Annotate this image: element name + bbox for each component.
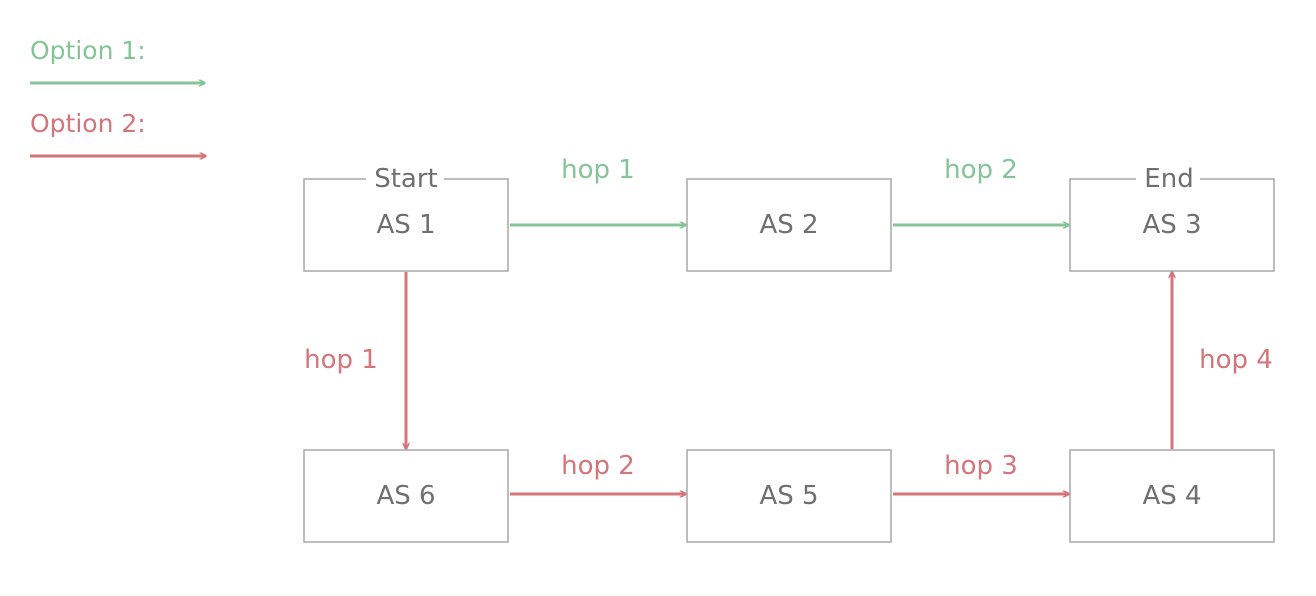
- option-2-path: hop 1 hop 2 hop 3 hop 4: [304, 272, 1273, 494]
- node-as1: Start AS 1: [303, 164, 509, 272]
- tag-mask: [1136, 166, 1200, 192]
- node-box: [686, 178, 892, 272]
- node-label: AS 4: [1142, 481, 1201, 511]
- option-1-path: hop 1 hop 2: [510, 155, 1069, 225]
- node-box: [303, 449, 509, 543]
- node-label: AS 1: [376, 210, 435, 240]
- legend-option-2-label: Option 2:: [30, 109, 146, 138]
- node-box: [686, 449, 892, 543]
- node-as4: AS 4: [1069, 449, 1275, 543]
- node-label: AS 6: [376, 481, 435, 511]
- hop-label-red-3: hop 3: [944, 451, 1018, 481]
- start-tag: Start: [374, 164, 438, 194]
- end-tag: End: [1144, 164, 1193, 194]
- node-as6: AS 6: [303, 449, 509, 543]
- node-as5: AS 5: [686, 449, 892, 543]
- legend: Option 1: Option 2:: [30, 36, 206, 156]
- hop-label-green-2: hop 2: [944, 155, 1018, 185]
- node-label: AS 5: [759, 481, 818, 511]
- node-as2: AS 2: [686, 178, 892, 272]
- node-label: AS 2: [759, 210, 818, 240]
- legend-option-1-label: Option 1:: [30, 36, 146, 65]
- node-as3: End AS 3: [1069, 164, 1275, 272]
- node-box: [303, 178, 509, 272]
- hop-label-green-1: hop 1: [561, 155, 635, 185]
- hop-label-red-2: hop 2: [561, 451, 635, 481]
- node-label: AS 3: [1142, 210, 1201, 240]
- hop-label-red-4: hop 4: [1199, 345, 1273, 375]
- hop-label-red-1: hop 1: [304, 345, 378, 375]
- node-box: [1069, 449, 1275, 543]
- tag-mask: [366, 166, 444, 192]
